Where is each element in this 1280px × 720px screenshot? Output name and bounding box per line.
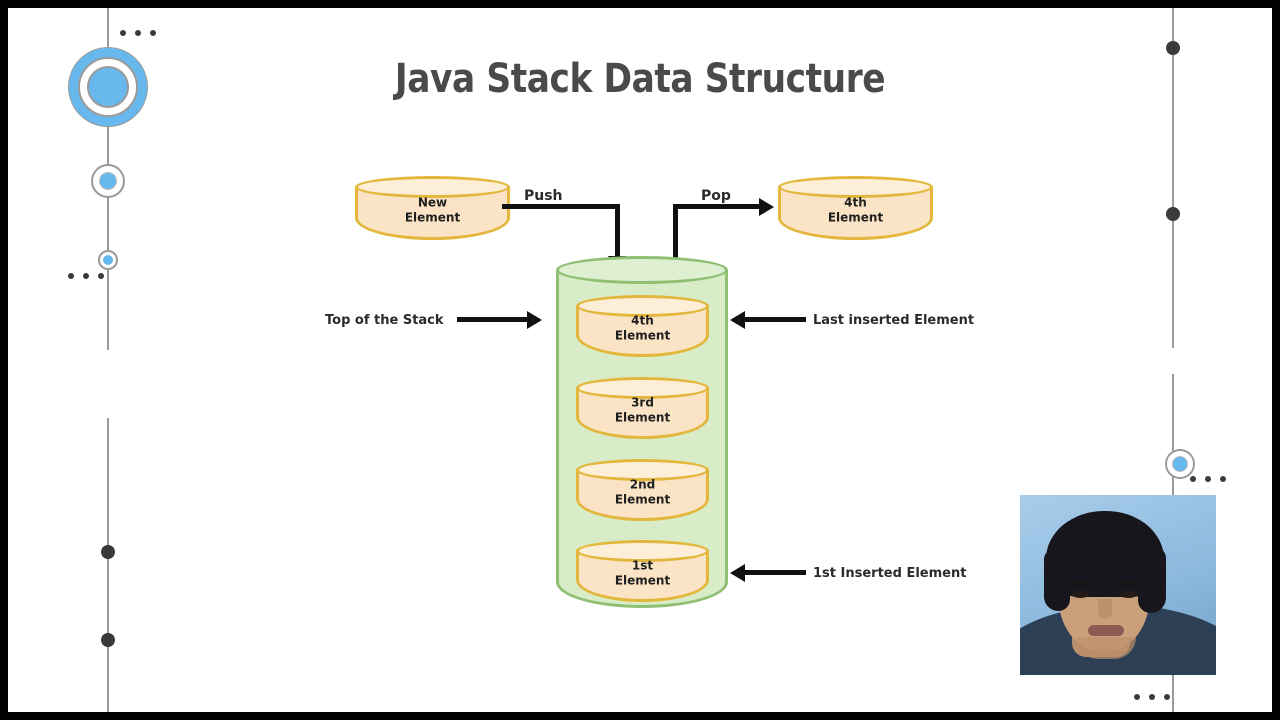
stack-item-2nd-line1: 2nd (629, 477, 656, 492)
right-timeline-dot-1 (1166, 41, 1180, 55)
pop-arrow-head (759, 198, 774, 216)
stack-item-4th-top (576, 295, 709, 317)
stack-item-3rd-top (576, 377, 709, 399)
stack-item-3rd-line2: Element (614, 410, 671, 425)
webcam-eye-right (1120, 591, 1137, 598)
annotation-top-of-stack: Top of the Stack (325, 313, 444, 328)
pop-label: Pop (701, 188, 731, 204)
annotation-top-of-stack-arrowhead (527, 311, 542, 329)
stack-item-2nd-label: 2nd Element (576, 477, 709, 507)
webcam-overlay (1020, 495, 1216, 675)
stack-item-3rd-line1: 3rd (631, 395, 654, 410)
timeline-marker-medium (91, 164, 125, 198)
stack-item-1st-line1: 1st (631, 558, 654, 573)
push-label: Push (524, 188, 563, 204)
stack-item-3rd-label: 3rd Element (576, 395, 709, 425)
stack-item-1st-line2: Element (614, 573, 671, 588)
annotation-first-inserted-line (744, 570, 806, 575)
popped-element-cylinder: 4th Element (778, 176, 933, 240)
annotation-last-inserted-arrowhead (730, 311, 745, 329)
popped-element-cylinder-top (778, 176, 933, 198)
annotation-last-inserted: Last inserted Element (813, 313, 975, 328)
right-dots-middle (1190, 476, 1226, 482)
left-timeline-dot-1 (101, 545, 115, 559)
annotation-last-inserted-line (744, 317, 806, 322)
new-element-cylinder-top (355, 176, 510, 198)
stack-item-3rd: 3rd Element (576, 377, 709, 439)
stack-item-2nd-line2: Element (614, 492, 671, 507)
webcam-eye-left (1072, 591, 1089, 598)
push-arrow-vertical (615, 204, 620, 260)
stack-item-1st: 1st Element (576, 540, 709, 602)
new-element-line1: New (417, 195, 448, 210)
pop-arrow-horizontal (673, 204, 761, 209)
timeline-marker-small-core (103, 255, 113, 265)
push-arrow-horizontal (502, 204, 620, 209)
new-element-cylinder-body (355, 187, 510, 240)
popped-element-line1: 4th (844, 195, 867, 210)
new-element-line2: Element (404, 210, 461, 225)
new-element-label: New Element (355, 195, 510, 225)
timeline-marker-large-core (87, 66, 129, 108)
webcam-chin (1076, 637, 1136, 659)
left-dots-top (120, 30, 156, 36)
stack-item-1st-label: 1st Element (576, 558, 709, 588)
right-timeline-dot-2 (1166, 207, 1180, 221)
stack-item-4th-line2: Element (614, 328, 671, 343)
popped-element-line2: Element (827, 210, 884, 225)
stack-item-4th-label: 4th Element (576, 313, 709, 343)
webcam-eyebrow-right (1118, 581, 1140, 586)
page-title: Java Stack Data Structure (394, 56, 886, 102)
left-dots-middle (68, 273, 104, 279)
annotation-top-of-stack-line (457, 317, 529, 322)
popped-element-label: 4th Element (778, 195, 933, 225)
right-dots-bottom (1134, 694, 1170, 700)
webcam-hair (1046, 511, 1164, 597)
slide-canvas: Java Stack Data Structure New Element 4t… (8, 8, 1272, 712)
timeline-marker-medium-core (99, 172, 117, 190)
left-timeline-dot-2 (101, 633, 115, 647)
webcam-mouth (1088, 625, 1124, 636)
timeline-marker-right (1165, 449, 1195, 479)
webcam-nose (1098, 599, 1112, 619)
webcam-eyebrow-left (1070, 581, 1092, 586)
annotation-first-inserted: 1st Inserted Element (813, 566, 967, 581)
timeline-marker-right-core (1172, 456, 1188, 472)
stack-container-top (556, 256, 728, 284)
stack-item-4th: 4th Element (576, 295, 709, 357)
stack-item-1st-top (576, 540, 709, 562)
stack-item-2nd-top (576, 459, 709, 481)
right-timeline-line-top (1172, 8, 1174, 348)
left-timeline-line-bottom (107, 418, 109, 712)
stack-item-4th-line1: 4th (631, 313, 654, 328)
pop-arrow-vertical (673, 204, 678, 266)
new-element-cylinder: New Element (355, 176, 510, 240)
stack-item-2nd: 2nd Element (576, 459, 709, 521)
annotation-first-inserted-arrowhead (730, 564, 745, 582)
